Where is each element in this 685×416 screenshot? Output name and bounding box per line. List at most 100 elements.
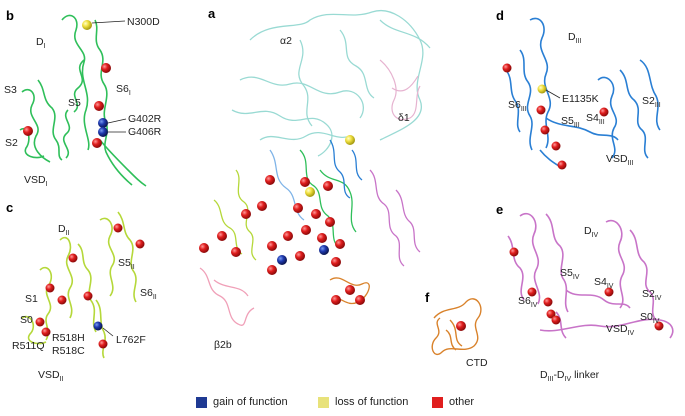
mutation-other-sphere xyxy=(551,141,561,151)
mutation-loss-sphere xyxy=(345,135,355,145)
legend-item-gain: gain of function xyxy=(196,396,288,408)
mutation-other-sphere xyxy=(113,223,123,233)
panel-d: d DIII E1135K S6III S5III S4III S2III VS… xyxy=(496,8,661,170)
mutation-other-sphere xyxy=(94,101,104,111)
mutation-other-sphere xyxy=(68,253,78,263)
legend-item-loss: loss of function xyxy=(318,396,408,408)
mutation-other-sphere xyxy=(536,105,546,115)
legend-swatch-gain xyxy=(196,396,207,408)
mutation-other-sphere xyxy=(23,126,33,136)
panel-a: a xyxy=(199,6,431,351)
label-DIII: DIII xyxy=(568,31,581,45)
mutation-other-sphere xyxy=(217,231,227,241)
label-beta2b: β2b xyxy=(214,339,232,351)
label-S5II: S5II xyxy=(118,257,135,271)
label-DII: DII xyxy=(58,223,70,237)
legend-swatch-other xyxy=(432,396,443,408)
mutation-loss-sphere xyxy=(305,187,315,197)
label-S5III: S5III xyxy=(561,115,580,129)
mutation-other-sphere xyxy=(509,247,519,257)
mutation-other-sphere xyxy=(283,231,293,241)
label-VSDII: VSDII xyxy=(38,369,64,383)
label-S1: S1 xyxy=(25,293,38,305)
mutation-other-sphere xyxy=(345,285,355,295)
mutation-gain-sphere xyxy=(277,255,287,265)
ctd-ribbon xyxy=(431,298,482,356)
mutation-other-sphere xyxy=(300,177,310,187)
label-S6II: S6II xyxy=(140,287,157,301)
legend-label-loss: loss of function xyxy=(335,396,409,408)
mutation-other-sphere xyxy=(199,243,209,253)
panel-b: b N300D DI S3 S5 S6I G402R G406R S2 VSDI xyxy=(4,8,162,188)
label-S5IV: S5IV xyxy=(560,267,580,281)
mutation-other-sphere xyxy=(311,209,321,219)
panel-c: c DII S5II S6II S1 S0 R511Q R518H R518C … xyxy=(6,200,157,383)
mutation-other-sphere xyxy=(301,225,311,235)
domain-III-ribbon xyxy=(505,17,661,169)
mutation-other-sphere xyxy=(267,241,277,251)
mutation-other-sphere xyxy=(654,321,664,331)
mutation-other-sphere xyxy=(317,233,327,243)
mutation-other-sphere xyxy=(83,291,93,301)
mutation-other-sphere xyxy=(355,295,365,305)
mutation-other-sphere xyxy=(35,317,45,327)
label-S5: S5 xyxy=(68,97,81,109)
mutation-other-sphere xyxy=(335,239,345,249)
label-alpha2: α2 xyxy=(280,35,292,47)
label-linker: DIII-DIV linker xyxy=(540,369,600,383)
mutation-other-sphere xyxy=(599,107,609,117)
label-N300D: N300D xyxy=(127,16,160,28)
label-VSDI: VSDI xyxy=(24,174,48,188)
label-S0: S0 xyxy=(20,314,33,326)
mutation-other-sphere xyxy=(92,138,102,148)
panel-f-letter: f xyxy=(425,290,430,305)
label-CTD: CTD xyxy=(466,357,488,369)
mutation-other-sphere xyxy=(557,160,567,170)
mutation-other-sphere xyxy=(295,251,305,261)
panel-f: f CTD xyxy=(425,290,488,369)
panel-b-letter: b xyxy=(6,8,14,23)
label-VSDIV: VSDIV xyxy=(606,323,635,337)
label-E1135K: E1135K xyxy=(562,93,599,105)
alpha2-subunit-ribbon xyxy=(231,10,431,157)
mutation-other-sphere xyxy=(540,125,550,135)
mutation-other-sphere xyxy=(135,239,145,249)
panel-c-letter: c xyxy=(6,200,13,215)
label-S2IV: S2IV xyxy=(642,288,662,302)
label-S2: S2 xyxy=(5,137,18,149)
mutation-loss-sphere xyxy=(82,20,92,30)
domain-I-ribbon xyxy=(19,14,147,187)
label-DI: DI xyxy=(36,36,46,50)
alpha1-core-ribbon xyxy=(213,139,421,267)
legend: gain of function loss of function other xyxy=(0,394,685,416)
label-S4III: S4III xyxy=(586,112,605,126)
legend-swatch-loss xyxy=(318,396,329,408)
domain-IV-ribbon xyxy=(507,212,674,339)
label-delta1: δ1 xyxy=(398,112,410,124)
beta2b-subunit-ribbon xyxy=(199,267,255,326)
panel-a-letter: a xyxy=(208,6,216,21)
mutation-other-sphere xyxy=(331,295,341,305)
label-S3: S3 xyxy=(4,84,17,96)
mutation-other-sphere xyxy=(98,339,108,349)
label-R518H: R518H xyxy=(52,332,85,344)
mutation-other-sphere xyxy=(231,247,241,257)
mutation-other-sphere xyxy=(325,217,335,227)
panel-e-letter: e xyxy=(496,202,503,217)
label-VSDIII: VSDIII xyxy=(606,153,633,167)
mutation-other-sphere xyxy=(41,327,51,337)
legend-label-other: other xyxy=(449,396,475,408)
panel-e: e DIV S5IV S4IV S6IV S2IV S0IV VSDIV DII… xyxy=(496,202,674,383)
legend-item-other: other xyxy=(432,396,474,408)
label-S2III: S2III xyxy=(642,95,661,109)
label-S6III: S6III xyxy=(508,99,527,113)
mutation-other-sphere xyxy=(265,175,275,185)
mutation-other-sphere xyxy=(323,181,333,191)
mutation-loss-sphere xyxy=(537,84,547,94)
delta1-subunit-ribbon xyxy=(379,59,421,121)
mutation-gain-sphere xyxy=(93,321,103,331)
figure-canvas: b N300D DI S3 S5 S6I G402R G406R S2 VSDI xyxy=(4,6,674,383)
legend-label-gain: gain of function xyxy=(213,396,288,408)
label-L762F: L762F xyxy=(116,334,146,346)
mutation-other-sphere xyxy=(241,209,251,219)
